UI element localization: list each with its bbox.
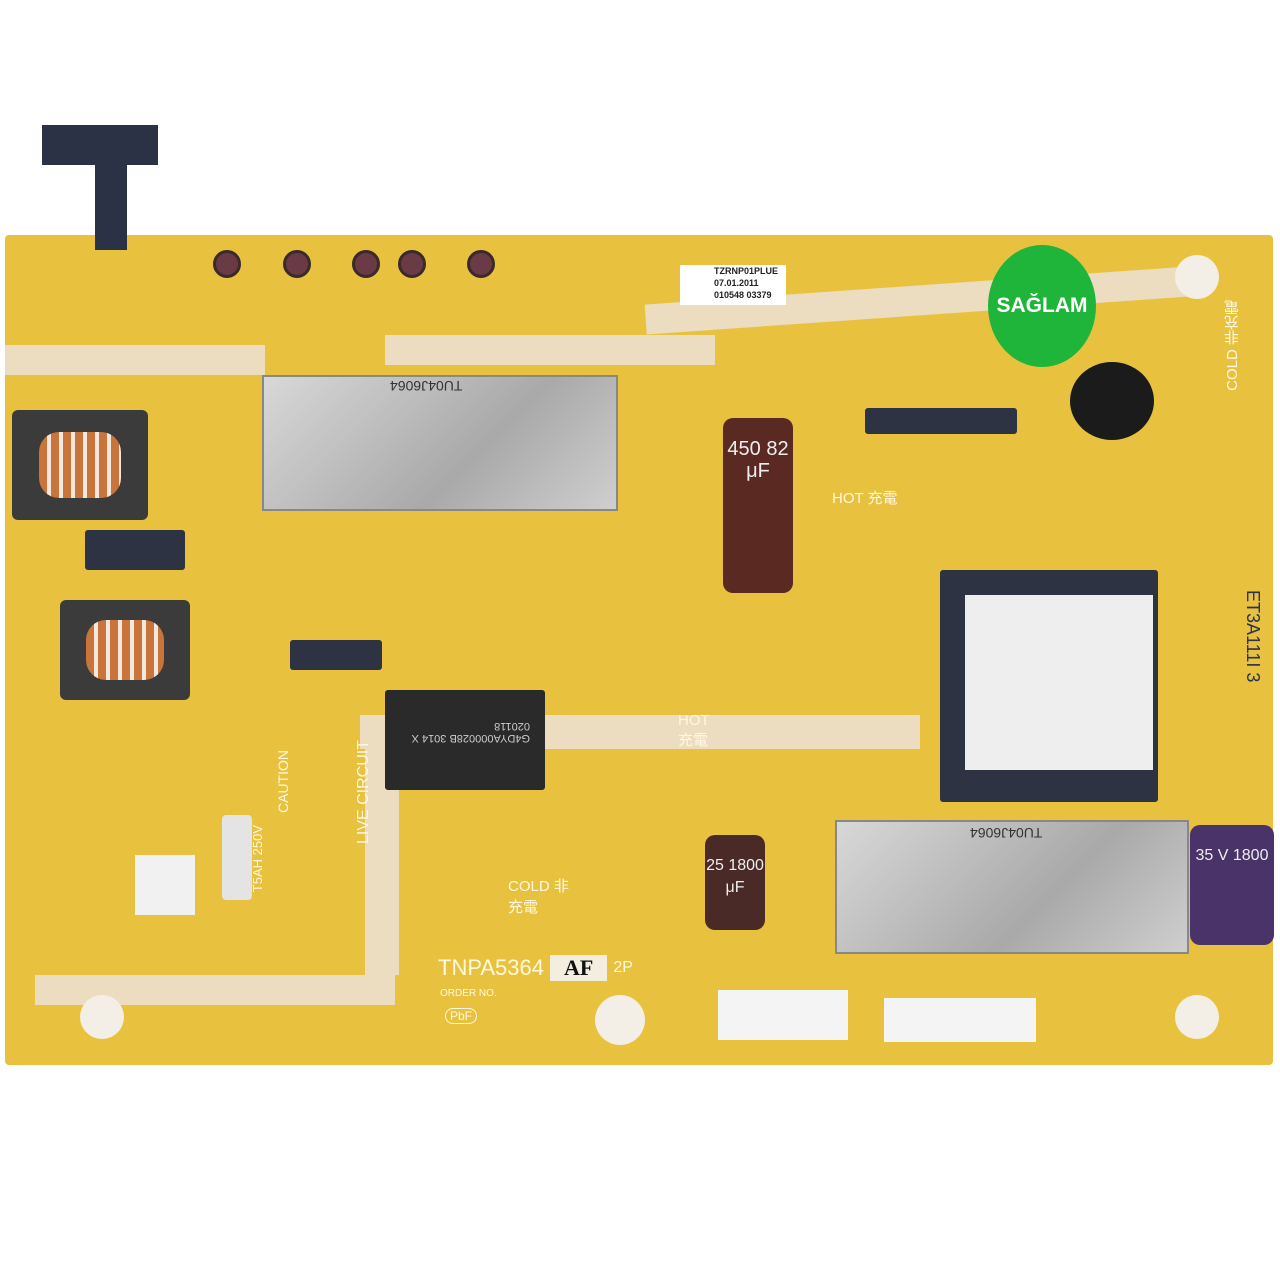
connector-clip xyxy=(42,125,158,165)
connector[interactable] xyxy=(884,998,1036,1042)
electrolytic-capacitor: 25 1800 μF xyxy=(705,835,765,930)
capacitor xyxy=(1070,362,1154,440)
shield-marking: TU04J6064 xyxy=(390,378,463,394)
serial-label: TZRNP01PLUE 07.01.2011 010548 03379 xyxy=(680,265,786,305)
label-date: 07.01.2011 xyxy=(714,278,759,288)
mount-hole xyxy=(1175,995,1219,1039)
choke-coil xyxy=(12,410,148,520)
fuse xyxy=(222,815,252,900)
transformer-label xyxy=(965,595,1153,770)
isolation-strip xyxy=(5,345,265,375)
status-sticker: SAĞLAM xyxy=(988,245,1096,367)
label-part: TZRNP01PLUE xyxy=(714,266,779,276)
connector-clip xyxy=(95,160,127,250)
transformer-shield xyxy=(262,375,618,511)
caution-marking: CAUTION xyxy=(275,750,291,813)
bulk-capacitor: 450 82 μF xyxy=(723,418,793,593)
pbf-mark: PbF xyxy=(445,1008,478,1024)
live-circuit-marking: LIVE CIRCUIT xyxy=(355,740,372,845)
electrolytic-capacitor: 35 V 1800 xyxy=(1190,825,1274,945)
isolation-strip xyxy=(385,335,715,365)
model-suffix: AF xyxy=(549,955,608,981)
tact-switch[interactable] xyxy=(213,250,241,278)
model-marking: TNPA5364 AF 2P xyxy=(438,955,633,981)
hot-marking: HOT 充電 xyxy=(678,712,710,749)
pfc-transformer xyxy=(385,690,545,790)
transformer-shield xyxy=(835,820,1189,954)
film-capacitor xyxy=(290,640,382,670)
board-code: ET3A111I 3 xyxy=(1243,590,1263,683)
choke-coil xyxy=(60,600,190,700)
tact-switch[interactable] xyxy=(467,250,495,278)
cold-marking: COLD 非充電 xyxy=(508,878,569,916)
order-no: ORDER NO. xyxy=(440,988,497,999)
transformer-code: G4DYA000028B 3014 X 020118 xyxy=(411,720,530,744)
connector[interactable] xyxy=(718,990,848,1040)
cold-marking: COLD 非充電 xyxy=(1224,300,1241,391)
tact-switch[interactable] xyxy=(283,250,311,278)
shield-marking: TU04J6064 xyxy=(970,825,1043,841)
fuse-rating: T5AH 250V xyxy=(250,825,265,893)
fuse-holder xyxy=(135,855,195,915)
bridge-rectifier xyxy=(865,408,1017,434)
tact-switch[interactable] xyxy=(398,250,426,278)
film-capacitor xyxy=(85,530,185,570)
hot-marking: HOT 充電 xyxy=(832,490,898,507)
board-revision: 2P xyxy=(613,959,633,976)
mount-hole xyxy=(80,995,124,1039)
mount-hole xyxy=(595,995,645,1045)
model-number: TNPA5364 xyxy=(438,955,544,980)
label-serial: 010548 03379 xyxy=(714,290,772,300)
mount-hole xyxy=(1175,255,1219,299)
tact-switch[interactable] xyxy=(352,250,380,278)
